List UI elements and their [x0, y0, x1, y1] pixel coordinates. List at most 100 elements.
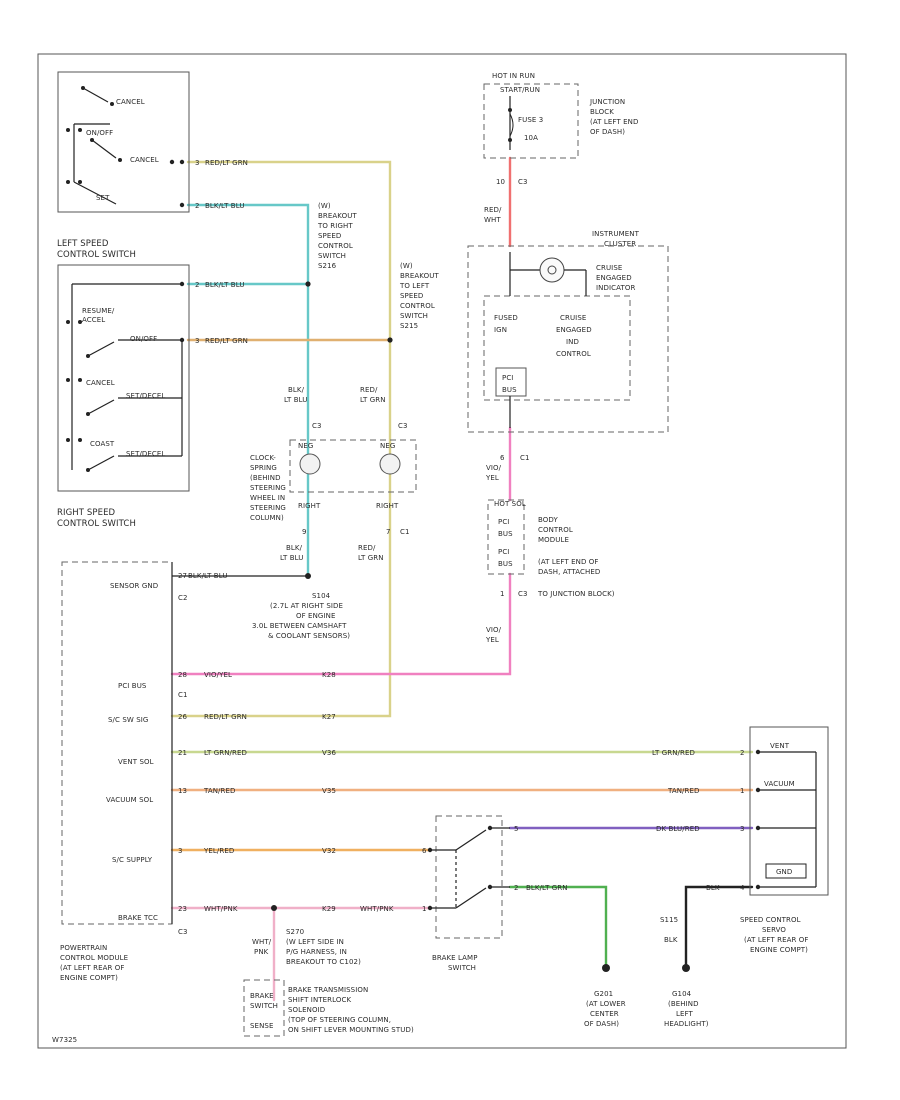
pcm-k-pci: K28 [322, 671, 336, 679]
breakout-right-7: S216 [318, 262, 337, 270]
cs-wire-blk-1: BLK/ [288, 386, 305, 394]
pin-label-3: 2 [195, 281, 200, 289]
fuse-conn: C3 [518, 178, 528, 186]
label-cancel-upper-2: CANCEL [130, 156, 159, 164]
cs-wire-red-1: RED/ [360, 386, 378, 394]
cluster-ctrl-2: ENGAGED [556, 326, 592, 334]
label-set: SET [96, 194, 110, 202]
cluster-pci-2: BUS [502, 386, 517, 394]
g104-label-1: G104 [672, 990, 692, 998]
bs-label-2: SWITCH [250, 1002, 278, 1010]
upper-switch-contacts [66, 86, 185, 208]
lower-switch-box [57, 264, 190, 492]
bcm-pci-1: PCI [498, 518, 509, 526]
diagram-frame [37, 53, 847, 1049]
fuse-pin: 10 [496, 178, 505, 186]
label-coast: COAST [90, 440, 115, 448]
label-cancel-upper: CANCEL [116, 98, 145, 106]
wire-vio-yel[interactable] [170, 426, 512, 676]
g201-label-3: CENTER [590, 1010, 619, 1018]
breakout-left-3: TO LEFT [399, 282, 430, 290]
bcm-label-2: CONTROL [538, 526, 573, 534]
wire-blk-servo-ground[interactable] [684, 885, 754, 970]
pcm-pin-vent: 21 [178, 749, 187, 757]
cs-conn-right: C3 [398, 422, 408, 430]
wire-label-2: BLK/LT BLU [205, 202, 245, 210]
bcm-conn: C3 [518, 590, 528, 598]
s104-label-5: & COOLANT SENSORS) [268, 632, 350, 640]
bcm-hot: HOT SOL [494, 500, 526, 508]
s104-label-1: S104 [312, 592, 331, 600]
cs-sig-left: RIGHT [298, 502, 321, 510]
clockspring-right-coil [379, 453, 401, 475]
g201-label-1: G201 [594, 990, 613, 998]
clockspring-left-coil [299, 453, 321, 475]
pin-label-1: 3 [195, 159, 200, 167]
bcm-label-6: TO JUNCTION BLOCK) [537, 590, 615, 598]
cluster-wire-2: YEL [485, 474, 499, 482]
cs-conn-left: C3 [312, 422, 322, 430]
breakout-right-4: SPEED [318, 232, 341, 240]
pcm-vent-sol: VENT SOL [118, 758, 154, 766]
brake-label-2: SWITCH [448, 964, 476, 972]
servo-internals [755, 749, 817, 890]
brake-wire-out: WHT/PNK [360, 905, 394, 913]
servo-label-3: (AT LEFT REAR OF [744, 936, 809, 944]
breakout-left-6: SWITCH [400, 312, 428, 320]
wire-blk-lt-blu-upper[interactable] [186, 203, 310, 578]
pcm-k-vent: V36 [322, 749, 336, 757]
pcm-label-2: CONTROL MODULE [60, 954, 128, 962]
servo-label-2: SERVO [762, 926, 786, 934]
s104-label-4: 3.0L BETWEEN CAMSHAFT [252, 622, 347, 630]
wire-red-lt-grn-upper[interactable] [170, 160, 392, 718]
pcm-k-sw: K27 [322, 713, 336, 721]
cs-label-3: (BEHIND [250, 474, 281, 482]
instrument-cluster-box [467, 245, 669, 433]
jb-label-2: BLOCK [590, 108, 614, 116]
bcm-box [487, 499, 525, 575]
cluster-ctrl-3: IND [566, 338, 579, 346]
brake-lamp-switch-box [435, 815, 503, 939]
g104-label-3: LEFT [676, 1010, 694, 1018]
fuse-symbol [508, 96, 514, 150]
bt-label-2: SHIFT INTERLOCK [288, 996, 351, 1004]
cluster-inner-box [483, 295, 631, 401]
cs-wire-red-2: LT GRN [360, 396, 386, 404]
s115-label: S115 [660, 916, 678, 924]
label-on-off-lower: ON/OFF [130, 335, 157, 343]
pcm-pci-bus: PCI BUS [118, 682, 147, 690]
g104-label-4: HEADLIGHT) [664, 1020, 709, 1028]
jb-label-3: (AT LEFT END [590, 118, 638, 126]
pcm-sensor-gnd: SENSOR GND [110, 582, 158, 590]
label-coast-sub: SET/DECEL [126, 450, 165, 458]
cluster-wire-1: VIO/ [486, 464, 502, 472]
breakout-right-6: SWITCH [318, 252, 346, 260]
bs-label-3: SENSE [250, 1022, 273, 1030]
wire-blk-grn[interactable] [508, 885, 608, 970]
cluster-ctrl-4: CONTROL [556, 350, 591, 358]
brake-label-1: BRAKE LAMP [432, 954, 478, 962]
label-resume: RESUME/ [82, 307, 115, 315]
bcm-pin: 1 [500, 590, 505, 598]
pcm-c1: C1 [178, 691, 188, 699]
cluster-pci-1: PCI [502, 374, 513, 382]
bt-box [243, 979, 285, 1037]
bt-label-5: ON SHIFT LEVER MOUNTING STUD) [288, 1026, 414, 1034]
ground-g201-icon [602, 964, 610, 972]
servo-vacuum: VACUUM [764, 780, 795, 788]
breakout-left-1: (W) [400, 262, 413, 270]
pcm-vacuum-sol: VACUUM SOL [106, 796, 153, 804]
upper-switch-box [57, 71, 190, 213]
label-cancel: CANCEL [86, 379, 115, 387]
servo-pin-4: 4 [740, 884, 745, 892]
bcm-pci-2: BUS [498, 530, 513, 538]
cluster-fused-1: FUSED [494, 314, 518, 322]
pin-label-2: 2 [195, 202, 200, 210]
cs-label-4: STEERING [250, 484, 286, 492]
cluster-label-2: CLUSTER [604, 240, 636, 248]
pin-label-4: 3 [195, 337, 200, 345]
cs-sig-right: RIGHT [376, 502, 399, 510]
fuse-wire-1: RED/ [484, 206, 502, 214]
label-accel: ACCEL [82, 316, 105, 324]
cs-label-5: WHEEL IN [250, 494, 285, 502]
